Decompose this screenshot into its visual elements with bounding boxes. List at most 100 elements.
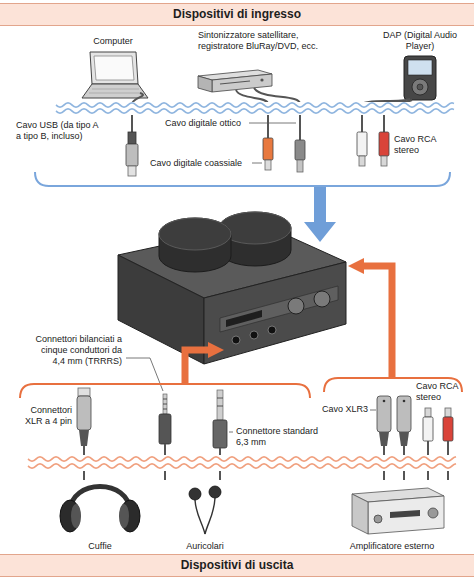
device-name: Auricolari (165, 541, 245, 552)
cable-break (50, 102, 460, 115)
cable-name: Cavo RCA stereo (394, 134, 450, 156)
cable-break-wave (28, 457, 456, 461)
cable-stub (164, 470, 166, 480)
earphones-icon (209, 486, 221, 498)
cable-break-wave (56, 109, 454, 113)
rca-connector (443, 417, 453, 441)
rca-connector (425, 408, 431, 417)
xlr-4pin-connector (77, 396, 91, 430)
rca-cable (381, 156, 387, 166)
dap-icon (412, 79, 428, 95)
input-bracket (35, 172, 450, 186)
standard-6-3mm-connector (217, 390, 223, 420)
device-name: Sintonizzatore satellitare, registratore… (198, 30, 322, 52)
digital-cable (299, 114, 301, 140)
xlr3-connector (377, 396, 391, 432)
leader-line (126, 358, 163, 391)
dap-icon (404, 56, 436, 100)
usb-cable (131, 114, 133, 132)
headphones-icon (120, 500, 140, 532)
rca-cable (357, 132, 367, 156)
headphone-amplifier (226, 310, 262, 327)
trrrs-4-4mm-connector (163, 404, 167, 405)
digital-cable (265, 160, 271, 170)
standard-6-3mm-connector (217, 406, 223, 407)
headphone-amplifier (232, 336, 240, 344)
headphone-amplifier (268, 326, 276, 334)
digital-cable (263, 138, 273, 160)
standard-6-3mm-connector (213, 390, 227, 458)
output-arrow (362, 266, 392, 378)
external-amplifier-icon (352, 488, 444, 534)
trrrs-4-4mm-connector (159, 394, 171, 458)
cable-stub (383, 470, 385, 480)
trrrs-4-4mm-connector (163, 399, 167, 400)
output-arrow (185, 350, 210, 384)
laptop-icon (82, 52, 148, 98)
laptop-icon (90, 52, 138, 84)
digital-cable (236, 90, 268, 104)
leader-line (370, 410, 376, 411)
earphones-icon (189, 486, 221, 534)
laptop-icon (89, 93, 142, 94)
xlr3-connector (403, 400, 406, 403)
cable-name: Cavo XLR3 (322, 404, 368, 415)
laptop-icon (94, 56, 134, 80)
digital-cable (254, 88, 300, 104)
dap-icon (404, 56, 436, 100)
usb-cable (126, 144, 138, 166)
digital-cable (267, 114, 269, 138)
usb-cable (128, 166, 136, 176)
leader-line (229, 432, 233, 433)
trrrs-4-4mm-connector (163, 394, 167, 414)
headphones-icon (119, 504, 129, 528)
external-amplifier-icon (428, 508, 438, 518)
disc-player-icon (220, 81, 250, 84)
disc-player-icon (212, 74, 272, 92)
headphone-amplifier (250, 331, 258, 339)
headphone-amplifier (159, 218, 231, 272)
leader-line (252, 163, 262, 164)
cable-break-wave (56, 103, 454, 107)
cable-stub (403, 470, 405, 480)
disc-player-icon (198, 76, 212, 92)
digital-cable (236, 88, 305, 172)
cable-stub (83, 470, 85, 480)
xlr3-connector (379, 432, 389, 446)
cable-name: Cavo digitale ottico (165, 118, 241, 129)
rca-cable (359, 156, 365, 166)
dap-icon (417, 84, 423, 90)
rca-connector (423, 417, 433, 441)
device-name: DAP (Digital Audio Player) (373, 30, 467, 52)
rca-connector (423, 408, 453, 458)
headphones-icon (71, 504, 81, 528)
trrrs-4-4mm-connector (159, 414, 171, 444)
standard-6-3mm-connector (217, 398, 223, 399)
digital-cable (295, 140, 305, 160)
cable-stub (219, 470, 221, 480)
dap-icon (408, 60, 432, 75)
digital-cable (297, 160, 303, 172)
standard-6-3mm-connector (213, 420, 227, 448)
laptop-icon (92, 89, 139, 90)
rca-cable (361, 114, 363, 132)
output-arrow (348, 258, 364, 274)
headphones-icon (60, 500, 80, 532)
rca-connector (445, 408, 451, 417)
cable-stub (427, 470, 429, 480)
headphone-amplifier (118, 212, 346, 364)
xlr3-connector (397, 396, 411, 432)
headphone-amplifier (220, 286, 338, 332)
headphone-amplifier (288, 298, 304, 314)
earphones-icon (205, 498, 215, 534)
external-amplifier-icon (352, 494, 368, 534)
headphone-amplifier (159, 218, 231, 250)
disc-player-icon (198, 70, 272, 92)
xlr-4pin-connector (78, 388, 90, 396)
earphones-icon (189, 488, 201, 500)
headphones-icon (60, 487, 140, 533)
earphones-icon (195, 500, 205, 534)
laptop-icon (82, 84, 148, 98)
cable-stub (84, 470, 448, 480)
